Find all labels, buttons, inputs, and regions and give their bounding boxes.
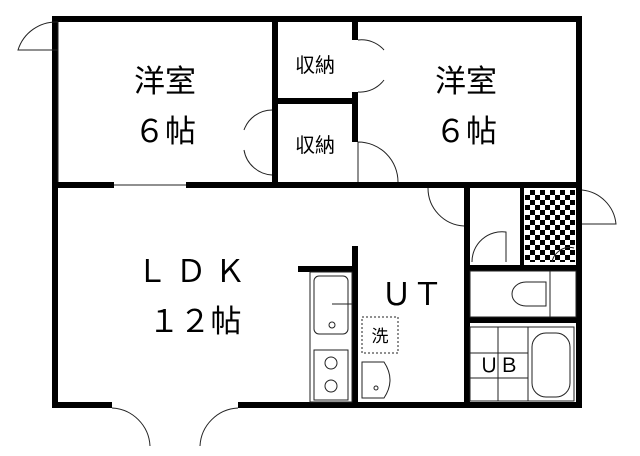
fixtures [309, 270, 577, 403]
doors[interactable] [17, 21, 617, 447]
ldk-size: １２帖 [149, 304, 242, 340]
bedroom-left-size: ６帖 [134, 114, 196, 150]
bedroom-right-name: 洋室 [435, 64, 497, 100]
utility-label: ＵＴ [381, 277, 443, 313]
bath-label: ＵＢ [479, 353, 519, 377]
bedroom-left-name: 洋室 [134, 64, 196, 100]
ldk-name: ＬＤＫ [137, 254, 254, 290]
washer-space [361, 316, 399, 354]
walls [52, 16, 582, 408]
bedroom-right-size: ６帖 [435, 114, 497, 150]
closet-top-label: 収納 [295, 53, 335, 77]
closet-bottom-label: 収納 [295, 133, 335, 157]
entrance-tiles [525, 190, 575, 262]
washer-label: 洗 [372, 327, 389, 347]
